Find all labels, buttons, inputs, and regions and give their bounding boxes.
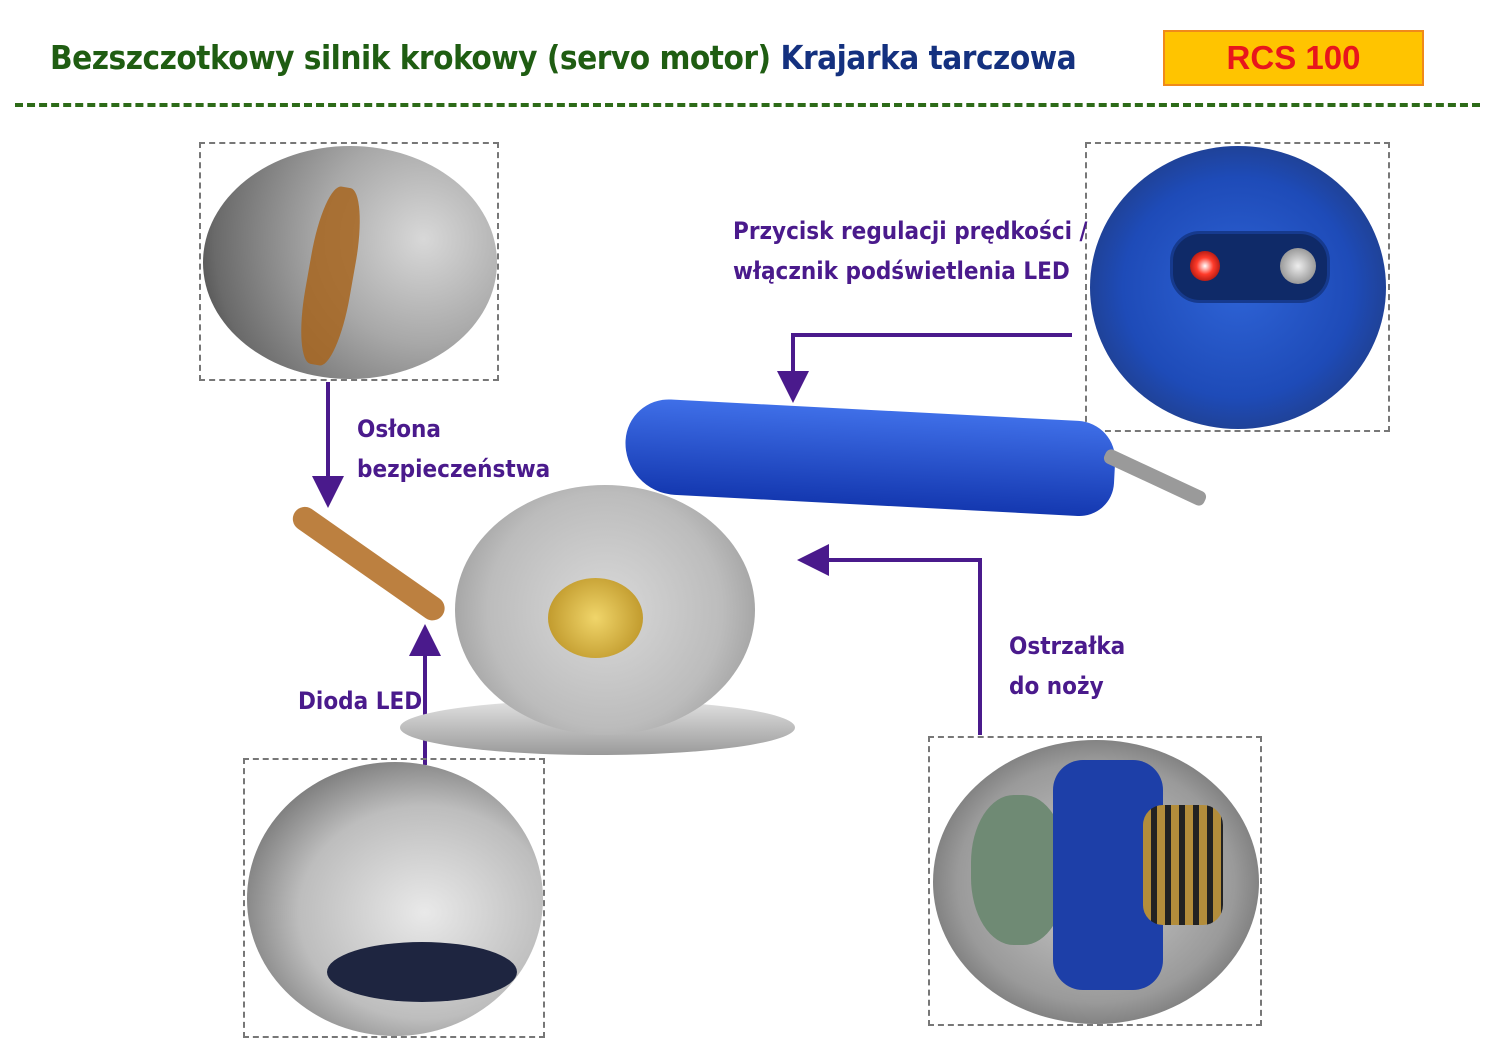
- callout-led: Dioda LED: [298, 687, 423, 715]
- detail-speed-button: [1085, 142, 1390, 432]
- callout-safety-guard: Osłona bezpieczeństwa: [357, 415, 551, 483]
- photo-led: [247, 762, 543, 1036]
- arrow-sharpener: [797, 544, 982, 735]
- callout-sharpener: Ostrzałka do noży: [1009, 632, 1126, 700]
- detail-led: [243, 758, 545, 1038]
- button-icon: [1280, 248, 1316, 284]
- arrow-speed-button: [777, 333, 1072, 403]
- callout-speed-button: Przycisk regulacji prędkości / włącznik …: [733, 217, 1088, 285]
- detail-sharpener: [928, 736, 1262, 1026]
- led-light-icon: [1190, 251, 1220, 281]
- photo-safety-guard: [203, 146, 497, 379]
- detail-safety-guard: [199, 142, 499, 381]
- page-title: Bezszczotkowy silnik krokowy (servo moto…: [50, 38, 1077, 77]
- photo-speed-button: [1090, 146, 1386, 429]
- dashed-divider: [15, 103, 1480, 107]
- photo-sharpener: [933, 740, 1259, 1024]
- model-badge: RCS 100: [1163, 30, 1424, 86]
